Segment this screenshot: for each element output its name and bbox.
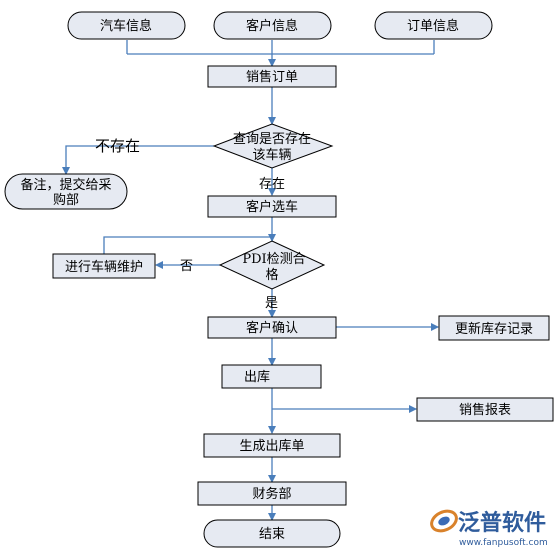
remark-line1: 备注，提交给采 [20,177,111,193]
label-exists: 存在 [259,177,285,192]
node-sales-order: 销售订单 [207,65,337,88]
node-update-inventory: 更新库存记录 [438,315,550,341]
line-query-to-remark [62,145,214,175]
customer-select-label: 客户选车 [246,199,298,215]
finance-label: 财务部 [252,486,291,502]
car-info-label: 汽车信息 [100,18,152,34]
node-end: 结束 [203,519,341,548]
customer-info-label: 客户信息 [246,18,298,34]
logo-url: www.fanpusoft.com [459,538,548,548]
pdi-check-line2: 格 [265,267,278,283]
maintenance-label: 进行车辆维护 [65,259,143,275]
sales-order-label: 销售订单 [246,69,298,85]
pdi-check-line1: PDI检测合 [242,252,305,267]
label-no: 否 [180,259,193,274]
query-vehicle-line2: 该车辆 [252,147,291,163]
node-sales-report: 销售报表 [416,397,554,422]
label-not-exist: 不存在 [95,137,140,155]
logo-name: 泛普软件 [458,510,546,536]
sales-report-label: 销售报表 [459,402,511,418]
node-outbound: 出库 [221,364,322,389]
node-finance: 财务部 [197,481,347,506]
end-label: 结束 [259,527,285,542]
node-customer-info: 客户信息 [213,11,332,40]
node-car-info: 汽车信息 [67,11,186,40]
logo-emblem-icon [430,509,458,533]
node-pdi-check: PDI检测合 格 [218,240,326,290]
query-vehicle-line1: 查询是否存在 [233,132,311,147]
remark-line2: 购部 [53,192,79,208]
label-yes: 是 [265,296,278,311]
node-generate-outbound: 生成出库单 [203,433,341,458]
node-order-info: 订单信息 [374,11,493,40]
brand-logo: 泛普软件 www.fanpusoft.com [430,509,548,548]
connectors [62,40,439,521]
node-customer-select: 客户选车 [207,195,337,218]
node-customer-confirm: 客户确认 [207,316,337,339]
customer-confirm-label: 客户确认 [246,320,298,336]
node-maintenance: 进行车辆维护 [52,253,156,279]
generate-outbound-label: 生成出库单 [239,438,304,454]
update-inventory-label: 更新库存记录 [455,321,533,337]
node-remark: 备注，提交给采 购部 [4,173,128,210]
line-maintenance-loop [103,236,272,254]
order-info-label: 订单信息 [407,18,459,34]
node-query-vehicle: 查询是否存在 该车辆 [212,123,334,169]
outbound-label: 出库 [244,369,270,385]
